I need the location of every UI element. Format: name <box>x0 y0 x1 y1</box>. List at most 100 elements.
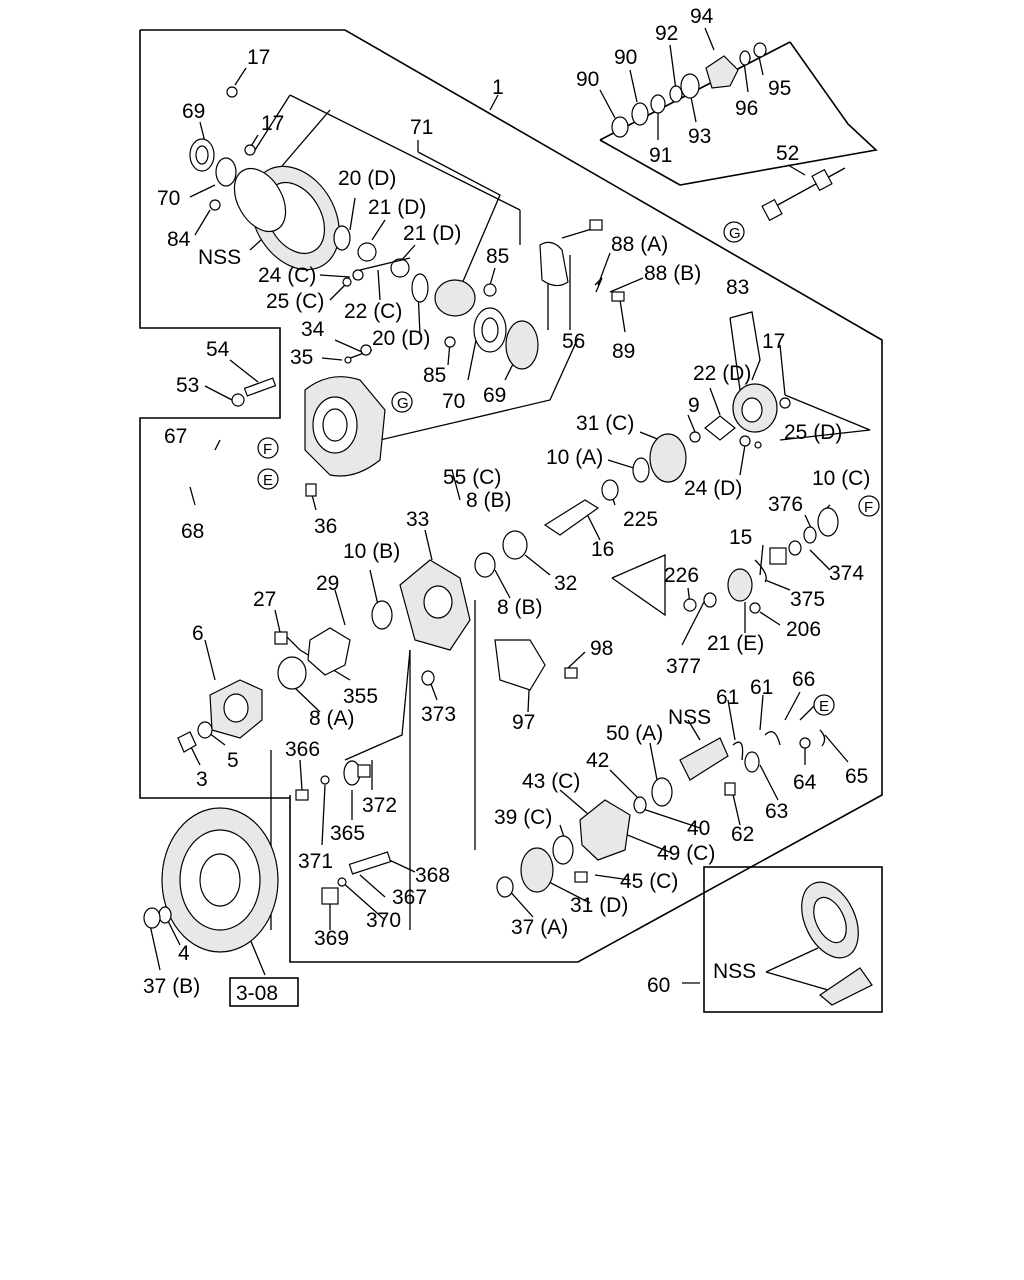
part-housing-left <box>304 376 386 497</box>
label-372: 372 <box>362 794 397 817</box>
label-31d: 31 (D) <box>570 894 628 917</box>
label-22c: 22 (C) <box>344 300 402 323</box>
label-52: 52 <box>776 142 799 165</box>
label-32: 32 <box>554 572 577 595</box>
label-4: 4 <box>178 942 190 965</box>
label-45c: 45 (C) <box>620 870 678 893</box>
label-20d: 20 (D) <box>338 167 396 190</box>
label-90a: 90 <box>576 68 599 91</box>
label-376: 376 <box>768 493 803 516</box>
part-nss-gearset <box>801 881 873 1006</box>
label-3: 3 <box>196 768 208 791</box>
part-bearing-cap <box>539 219 625 302</box>
reference-box <box>229 977 299 1007</box>
label-3-08: 3-08 <box>236 982 278 1005</box>
label-226: 226 <box>664 564 699 587</box>
label-10b: 10 (B) <box>343 540 400 563</box>
label-36: 36 <box>314 515 337 538</box>
label-355: 355 <box>343 685 378 708</box>
label-1: 1 <box>492 76 504 99</box>
callout-g1: G <box>397 395 409 412</box>
part-studs <box>231 377 277 407</box>
label-39c: 39 (C) <box>494 806 552 829</box>
label-373: 373 <box>421 703 456 726</box>
label-10a: 10 (A) <box>546 446 603 469</box>
label-10c: 10 (C) <box>812 467 870 490</box>
part-ring-gear-bottom <box>143 807 279 953</box>
label-31c: 31 (C) <box>576 412 634 435</box>
label-8b1: 8 (B) <box>466 489 512 512</box>
label-35: 35 <box>290 346 313 369</box>
label-17b: 17 <box>261 112 284 135</box>
callout-g2: G <box>729 225 741 242</box>
label-374: 374 <box>829 562 864 585</box>
label-27: 27 <box>253 588 276 611</box>
label-365: 365 <box>330 822 365 845</box>
label-92: 92 <box>655 22 678 45</box>
label-96: 96 <box>735 97 758 120</box>
label-70a: 70 <box>157 187 180 210</box>
label-20d2: 20 (D) <box>372 327 430 350</box>
label-21da: 21 (D) <box>368 196 426 219</box>
part-top-right-assy <box>611 42 846 222</box>
label-nss-3: NSS <box>713 960 756 983</box>
label-43c: 43 (C) <box>522 770 580 793</box>
label-85b: 85 <box>423 364 446 387</box>
leader-lines <box>149 27 871 991</box>
label-367: 367 <box>392 886 427 909</box>
label-5: 5 <box>227 749 239 772</box>
frame-lines <box>139 29 883 1013</box>
callout-letters: G G F E F E <box>263 225 873 715</box>
label-90b: 90 <box>614 46 637 69</box>
label-25c: 25 (C) <box>266 290 324 313</box>
label-85a: 85 <box>486 245 509 268</box>
label-377: 377 <box>666 655 701 678</box>
label-42: 42 <box>586 749 609 772</box>
label-40: 40 <box>687 817 710 840</box>
part-side-carrier <box>689 383 791 449</box>
label-93: 93 <box>688 125 711 148</box>
label-375: 375 <box>790 588 825 611</box>
label-98: 98 <box>590 637 613 660</box>
label-68: 68 <box>181 520 204 543</box>
label-54: 54 <box>206 338 230 361</box>
label-71: 71 <box>410 116 433 139</box>
label-88a: 88 (A) <box>611 233 668 256</box>
label-8b2: 8 (B) <box>497 596 543 619</box>
part-right-bearings <box>683 507 839 614</box>
part-flange <box>177 679 263 753</box>
label-83: 83 <box>726 276 749 299</box>
label-33: 33 <box>406 508 429 531</box>
label-56: 56 <box>562 330 585 353</box>
label-69b: 69 <box>483 384 506 407</box>
label-21db: 21 (D) <box>403 222 461 245</box>
label-97: 97 <box>512 711 535 734</box>
part-plug-assy <box>295 760 392 905</box>
callout-circles <box>257 221 880 716</box>
label-67: 67 <box>164 425 187 448</box>
label-nss-1: NSS <box>198 246 241 269</box>
label-91: 91 <box>649 144 672 167</box>
callout-e1: E <box>263 472 273 489</box>
label-66: 66 <box>792 668 815 691</box>
label-206: 206 <box>786 618 821 641</box>
part-seals-top <box>189 86 256 211</box>
label-6: 6 <box>192 622 204 645</box>
label-29: 29 <box>316 572 339 595</box>
label-69a: 69 <box>182 100 205 123</box>
label-22d: 22 (D) <box>693 362 751 385</box>
part-shift-fork <box>494 639 578 691</box>
label-21e: 21 (E) <box>707 632 764 655</box>
label-65: 65 <box>845 765 868 788</box>
label-34: 34 <box>301 318 325 341</box>
label-nss-2: NSS <box>668 706 711 729</box>
label-25d: 25 (D) <box>784 421 842 444</box>
label-17a: 17 <box>247 46 270 69</box>
label-55c: 55 (C) <box>443 466 501 489</box>
part-carrier-case <box>344 279 539 370</box>
label-24c: 24 (C) <box>258 264 316 287</box>
callout-f2: F <box>864 499 873 516</box>
label-368: 368 <box>415 864 450 887</box>
label-17c: 17 <box>762 330 785 353</box>
